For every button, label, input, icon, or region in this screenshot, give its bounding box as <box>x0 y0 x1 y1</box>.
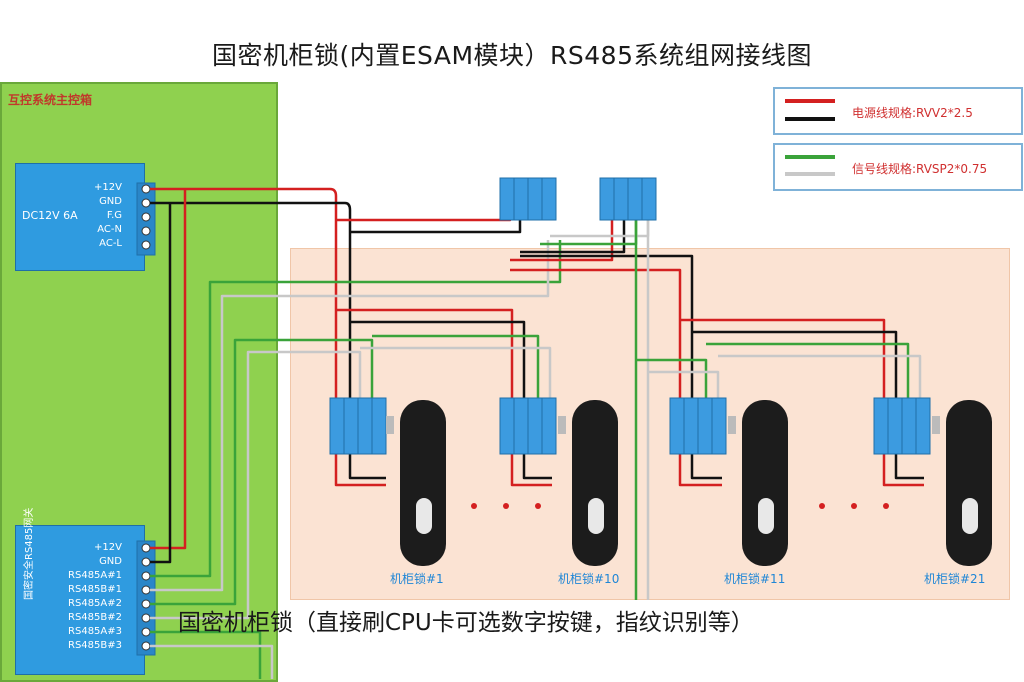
lock-terminal-block-11 <box>669 397 727 455</box>
top-terminal-block-2 <box>599 177 657 221</box>
lock-handle-11 <box>728 400 788 566</box>
grey-group-3 <box>718 354 922 410</box>
gateway-terminals <box>136 540 156 656</box>
grey-group-1 <box>360 346 552 410</box>
lock1-wires-red <box>334 448 386 487</box>
gateway-terminal-label: +12V <box>94 542 122 553</box>
red-trunk <box>150 187 338 410</box>
lock10-wires-red <box>510 448 552 487</box>
lock11-wires-black <box>690 448 722 480</box>
black-trunk <box>150 201 352 410</box>
ellipsis-dots-2 <box>819 503 889 509</box>
green-trunk <box>150 240 562 578</box>
gateway-terminal-label: RS485B#2 <box>68 612 122 623</box>
black-to-top-block <box>350 204 522 234</box>
lock-handle-1 <box>386 400 446 566</box>
gateway-terminal-label: RS485A#1 <box>68 570 122 581</box>
gateway-terminal-label: RS485B#3 <box>68 640 122 651</box>
lock-terminal-block-21 <box>873 397 931 455</box>
red-group-3 <box>680 318 886 410</box>
power-supply-box <box>15 163 145 271</box>
psu-terminal-label: AC-L <box>99 238 122 249</box>
green-trunk-2 <box>150 338 374 606</box>
top-terminal-block-1 <box>499 177 557 221</box>
red-to-top-block <box>336 204 512 222</box>
red-psu-gateway <box>150 189 187 550</box>
lock-label: 机柜锁#10 <box>558 572 620 586</box>
lock-handle-10 <box>558 400 618 566</box>
diagram-title: 国密机柜锁(内置ESAM模块）RS485系统组网接线图 <box>211 41 812 70</box>
red-dist <box>510 268 682 410</box>
red-to-top-block-2 <box>510 204 614 262</box>
gateway-terminal-label: RS485B#1 <box>68 584 122 595</box>
lock-label: 机柜锁#1 <box>390 572 444 586</box>
grey-trunk <box>150 240 550 592</box>
gateway-terminal-label: RS485A#2 <box>68 598 122 609</box>
grey-trunk-2 <box>150 350 362 620</box>
psu-terminal-label: AC-N <box>97 224 122 235</box>
lock1-wires-black <box>348 448 386 480</box>
psu-terminal-label: +12V <box>94 182 122 193</box>
lock21-wires-red <box>882 448 924 487</box>
lock-terminal-block-1 <box>329 397 387 455</box>
green-group-3 <box>706 342 910 410</box>
black-psu-gateway <box>150 203 172 564</box>
psu-terminal-label: F.G <box>106 210 122 221</box>
lock-handle-21 <box>932 400 992 566</box>
lock-terminal-block-10 <box>499 397 557 455</box>
legend-power-text: 电源线规格:RVV2*2.5 <box>852 106 973 120</box>
legend-signal-box <box>773 143 1023 191</box>
cabinet-label: 互控系统主控箱 <box>8 93 93 107</box>
lock11-wires-red <box>678 448 722 487</box>
lock21-wires-black <box>894 448 924 480</box>
grey-trunk-3 <box>150 644 274 679</box>
lock10-wires-black <box>522 448 552 480</box>
green-group-2 <box>636 358 708 410</box>
black-group-1 <box>350 320 526 410</box>
lock-label: 机柜锁#11 <box>724 572 786 586</box>
black-group-3 <box>692 330 898 410</box>
psu-terminal-label: GND <box>99 196 122 207</box>
lock-label: 机柜锁#21 <box>924 572 986 586</box>
gateway-terminal-label: GND <box>99 556 122 567</box>
legend-power-box <box>773 87 1023 135</box>
power-supply-name: DC12V 6A <box>22 209 78 222</box>
grey-group-2 <box>648 370 720 410</box>
black-dist <box>520 254 694 410</box>
green-group-1 <box>372 334 540 410</box>
gateway-terminal-label: RS485A#3 <box>68 626 122 637</box>
green-trunk-3 <box>150 630 262 679</box>
psu-terminals <box>136 182 156 256</box>
ellipsis-dots-1 <box>471 503 541 509</box>
diagram-caption: 国密机柜锁（直接刷CPU卡可选数字按键，指纹识别等） <box>178 610 754 636</box>
red-group-1 <box>336 308 514 410</box>
legend-signal-text: 信号线规格:RVSP2*0.75 <box>852 162 988 176</box>
